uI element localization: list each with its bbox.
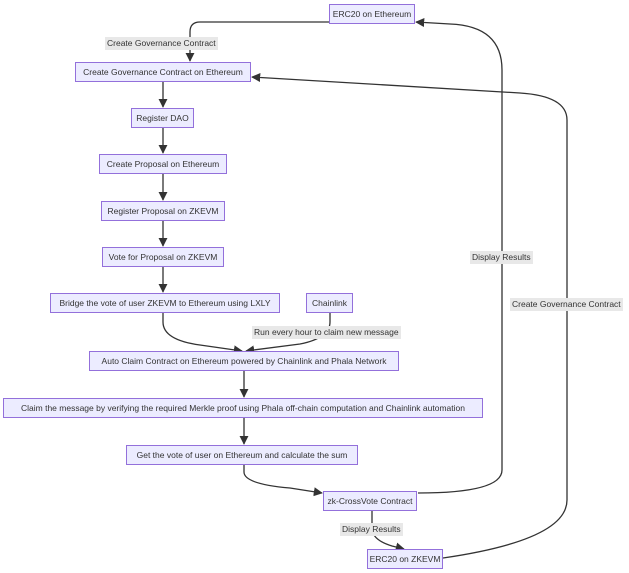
- node-label: ERC20 on Ethereum: [332, 9, 412, 19]
- node-claim-message[interactable]: Claim the message by verifying the requi…: [3, 398, 483, 418]
- edge-label-display-results-bottom: Display Results: [340, 523, 403, 536]
- node-vote-proposal[interactable]: Vote for Proposal on ZKEVM: [102, 247, 224, 267]
- node-erc20-ethereum[interactable]: ERC20 on Ethereum: [329, 4, 415, 24]
- node-label: Create Proposal on Ethereum: [106, 159, 220, 169]
- node-label: Auto Claim Contract on Ethereum powered …: [101, 356, 387, 366]
- node-create-proposal[interactable]: Create Proposal on Ethereum: [99, 154, 227, 174]
- node-get-vote[interactable]: Get the vote of user on Ethereum and cal…: [126, 445, 358, 465]
- edge-label-display-results-right: Display Results: [470, 251, 533, 264]
- node-label: Register DAO: [136, 113, 189, 123]
- node-register-dao[interactable]: Register DAO: [131, 108, 194, 128]
- node-label: Create Governance Contract on Ethereum: [83, 67, 243, 77]
- node-label: Claim the message by verifying the requi…: [21, 403, 465, 413]
- node-auto-claim-contract[interactable]: Auto Claim Contract on Ethereum powered …: [89, 351, 399, 371]
- edge-label-create-governance-right: Create Governance Contract: [510, 298, 623, 311]
- node-crossvote-contract[interactable]: zk-CrossVote Contract: [323, 491, 417, 511]
- edge-erc20-to-create-gov: [185, 21, 330, 62]
- node-label: zk-CrossVote Contract: [327, 496, 413, 506]
- edge-crossvote-to-erc20: [415, 17, 503, 494]
- node-register-proposal[interactable]: Register Proposal on ZKEVM: [101, 201, 225, 221]
- edge-get-vote-to-crossvote: [243, 464, 323, 497]
- node-label: Register Proposal on ZKEVM: [107, 206, 219, 216]
- edge-erc20-zkevm-to-create-gov: [251, 72, 568, 559]
- node-label: Vote for Proposal on ZKEVM: [108, 252, 218, 262]
- node-create-governance-contract[interactable]: Create Governance Contract on Ethereum: [75, 62, 251, 82]
- node-label: Get the vote of user on Ethereum and cal…: [136, 450, 348, 460]
- node-label: Chainlink: [312, 298, 347, 308]
- node-erc20-zkevm[interactable]: ERC20 on ZKEVM: [367, 549, 443, 569]
- edge-bridge-to-auto-claim: [162, 312, 243, 355]
- node-label: Bridge the vote of user ZKEVM to Ethereu…: [59, 298, 271, 308]
- edge-label-run-every-hour: Run every hour to claim new message: [252, 326, 401, 339]
- node-bridge-vote[interactable]: Bridge the vote of user ZKEVM to Ethereu…: [50, 293, 280, 313]
- node-chainlink[interactable]: Chainlink: [306, 293, 353, 313]
- edge-label-create-governance: Create Governance Contract: [105, 37, 218, 50]
- node-label: ERC20 on ZKEVM: [369, 554, 441, 564]
